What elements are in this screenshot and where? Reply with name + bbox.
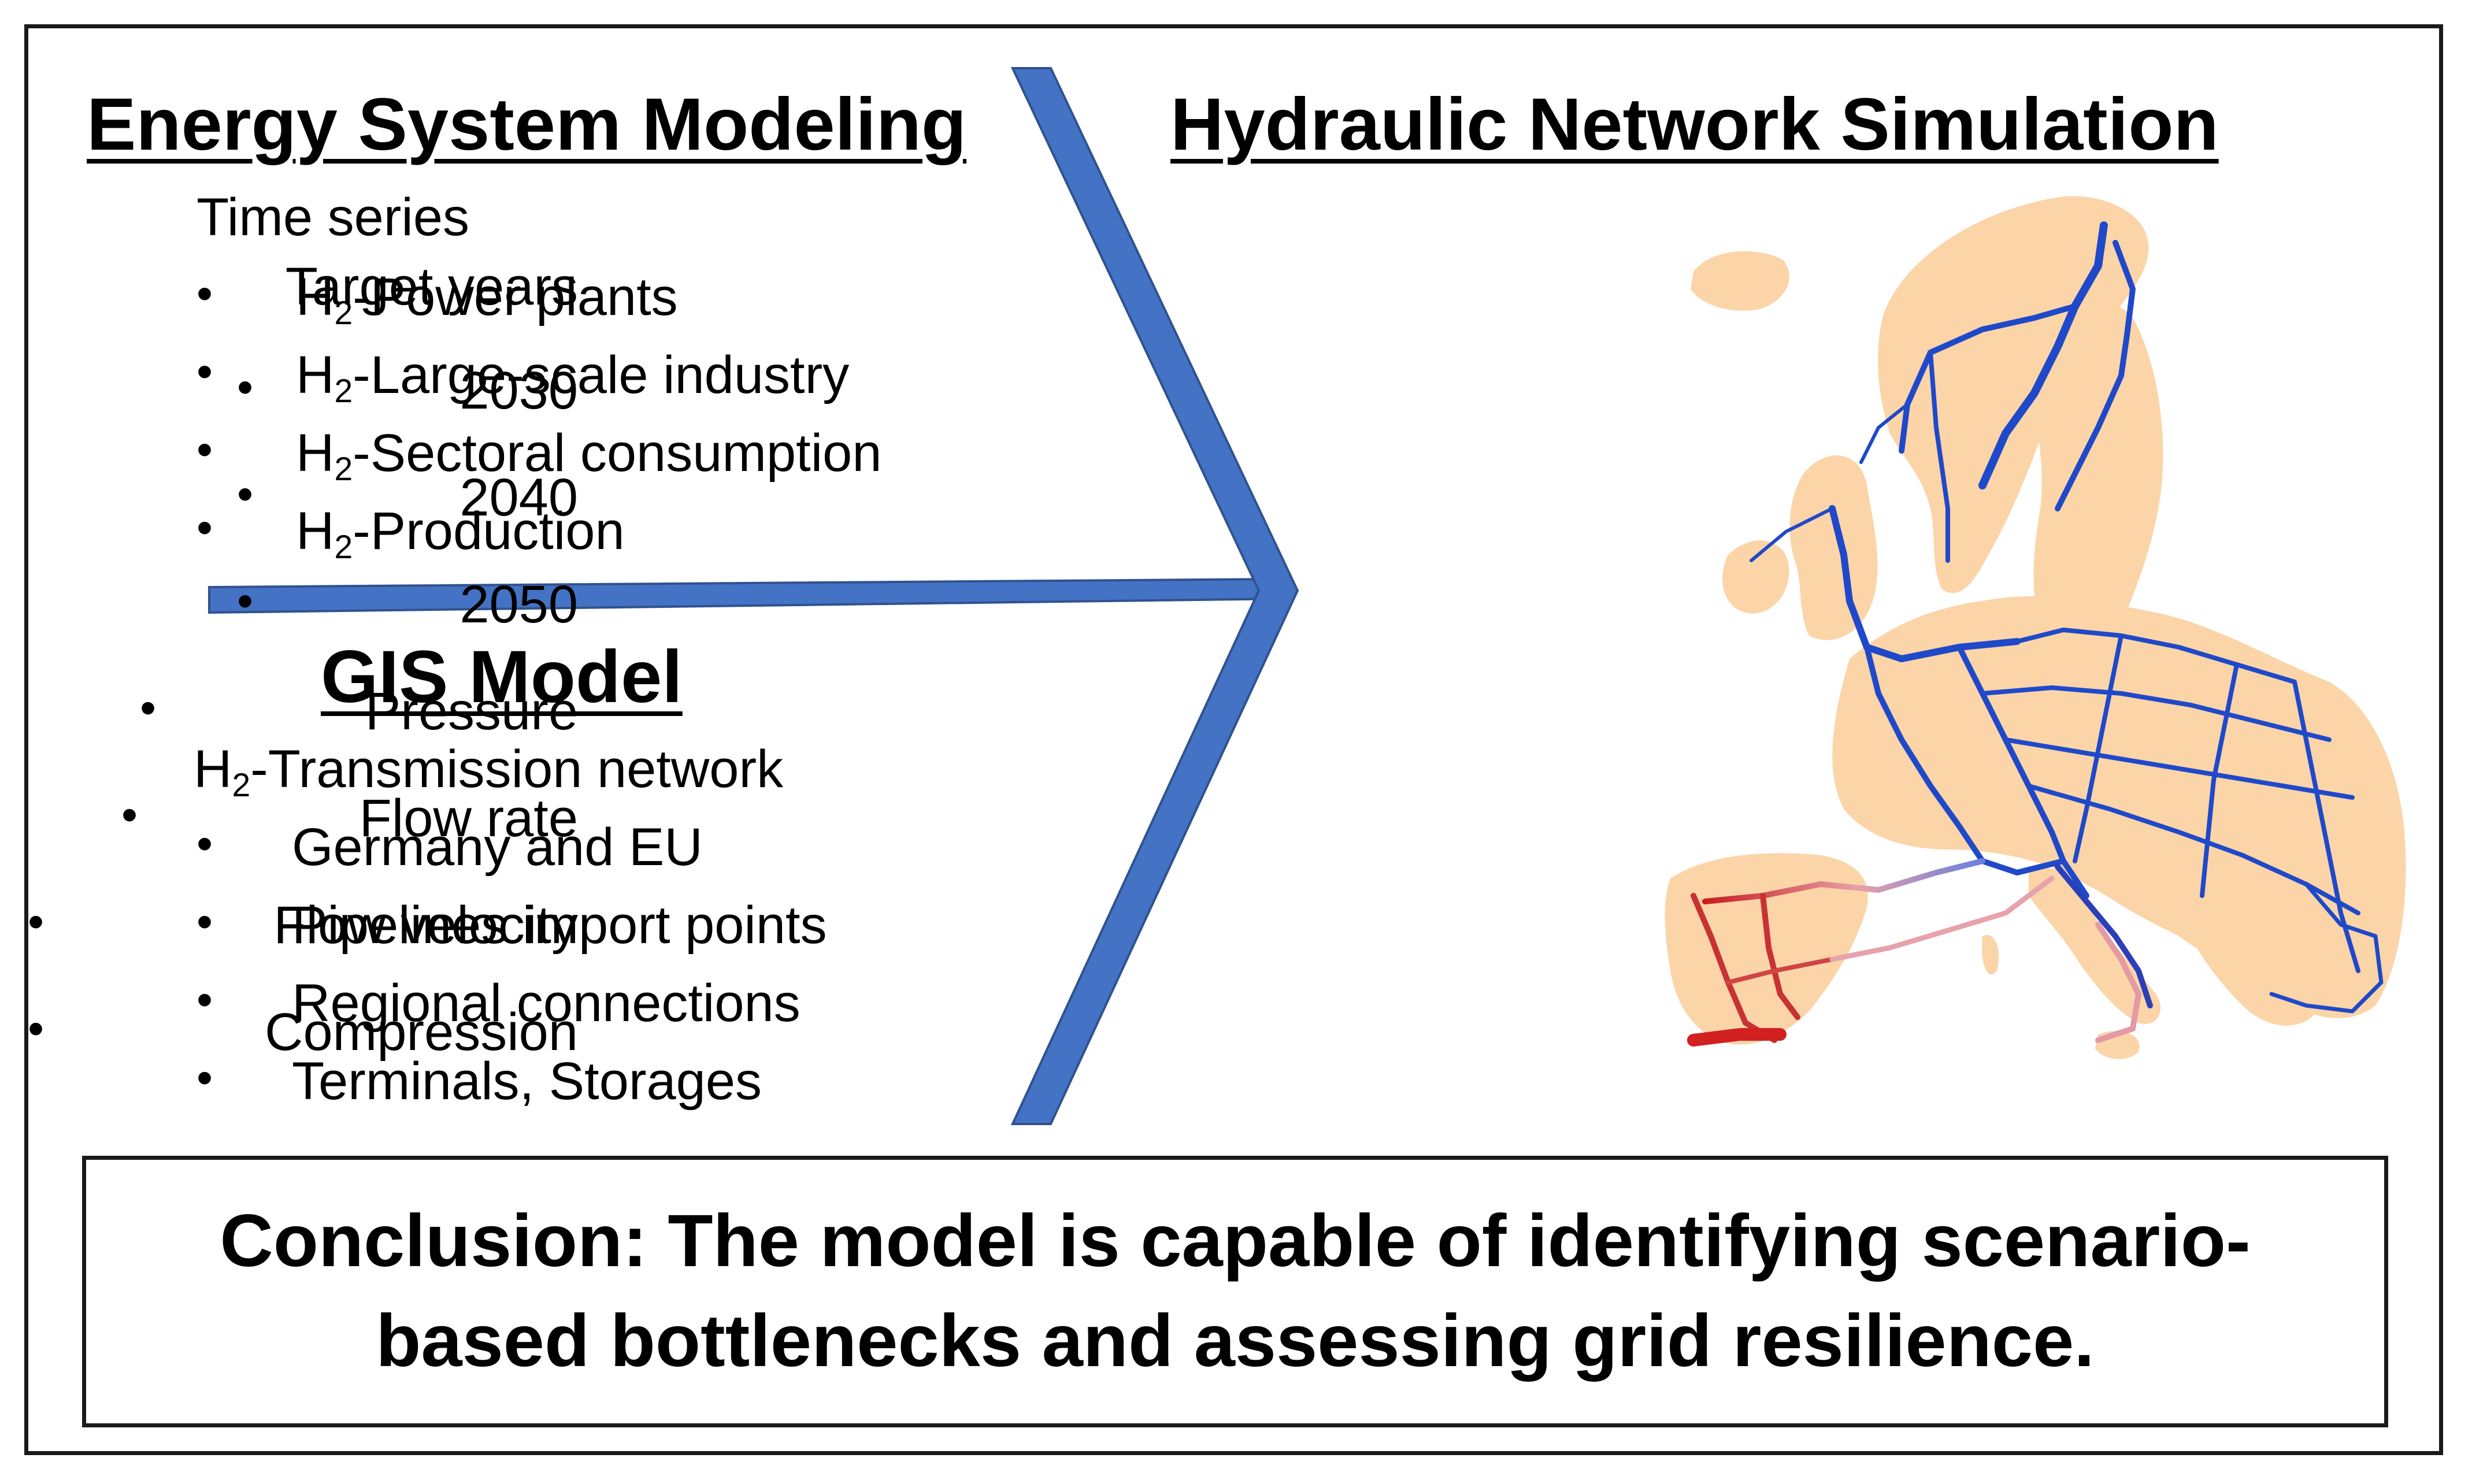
outer-frame [24,24,2443,1455]
hydraulic-simulation-title: Hydraulic Network Simulation [1170,83,2219,166]
transmission-network-label: H2-Transmission network [194,740,784,804]
southern-pipelines [1687,858,2141,1047]
arrow-horizontal-bar [208,577,1291,614]
land-masses [1665,196,2406,1059]
energy-system-title: Energy System Modeling [87,83,967,166]
conclusion-box: Conclusion: The model is capable of iden… [82,1156,2388,1427]
pipeline-network [1750,221,2384,1014]
conclusion-text: Conclusion: The model is capable of iden… [220,1200,2251,1382]
arrow-chevron [1010,67,1299,1125]
gis-model-title: GIS Model [321,636,683,718]
europe-pipeline-map [1665,196,2406,1059]
time-series-label: Time series [197,188,469,247]
